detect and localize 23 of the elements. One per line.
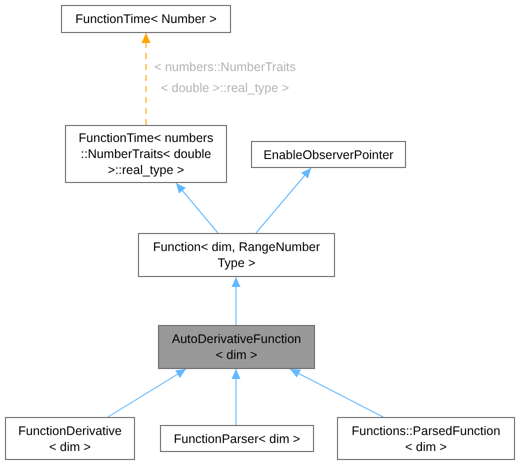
- inheritance-arrow: [142, 32, 150, 126]
- inheritance-arrow: [256, 168, 312, 234]
- class-box: [61, 5, 231, 33]
- class-name: EnableObserverPointer: [264, 146, 394, 162]
- class-box: [337, 417, 515, 460]
- class-box: [5, 417, 135, 460]
- class-box: [138, 233, 335, 277]
- inheritance-arrow: [176, 182, 218, 234]
- inheritance-arrow: [232, 276, 240, 326]
- inheritance-arrow: [290, 368, 384, 418]
- class-name: FunctionTime< numbers ::NumberTraits< double >::real_type >: [78, 130, 214, 178]
- class-name: FunctionParser< dim >: [174, 430, 300, 446]
- inheritance-arrow: [232, 368, 240, 426]
- class-box: [160, 425, 314, 452]
- class-box: [158, 325, 315, 369]
- inheritance-arrow: [108, 368, 186, 418]
- class-box: [251, 141, 406, 168]
- class-name: Functions::ParsedFunction < dim >: [350, 422, 502, 454]
- class-name: Function< dim, RangeNumber Type >: [152, 239, 322, 271]
- class-box: [65, 125, 227, 183]
- class-name: AutoDerivativeFunction < dim >: [170, 331, 302, 363]
- class-name: FunctionDerivative < dim >: [17, 422, 123, 454]
- class-name: FunctionTime< Number >: [75, 11, 217, 27]
